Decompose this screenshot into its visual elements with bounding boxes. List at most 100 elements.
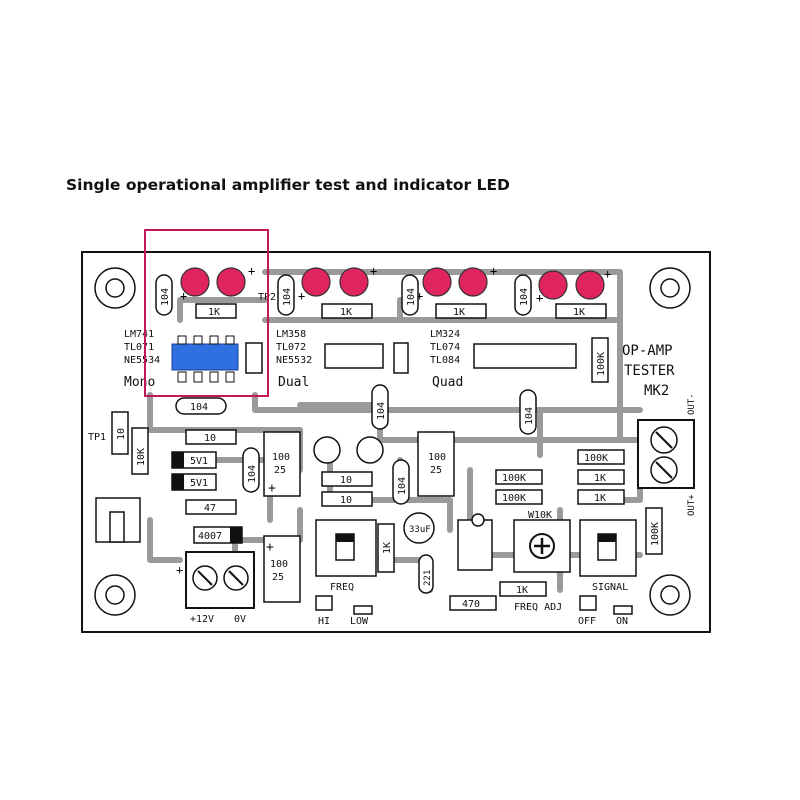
resistor-10-vertical: 10: [111, 411, 129, 455]
hi-pad: [315, 595, 333, 611]
capacitor-33uf: 33uF: [403, 512, 435, 544]
freq-adj-label: FREQ ADJ: [514, 602, 562, 613]
plus-sign: +: [268, 481, 276, 496]
resistor-label: 1K: [453, 307, 465, 318]
resistor-label: 100K: [596, 352, 607, 376]
zener-diode-1: 5V1: [171, 451, 217, 469]
chip-name-tl071: TL071: [124, 342, 154, 353]
resistor-470: 470: [449, 595, 497, 611]
board-title-line1: OP-AMP: [622, 343, 673, 359]
capacitor-104-vertical-d: 104: [392, 459, 410, 505]
cap-voltage: 25: [430, 465, 442, 476]
capacitor-100-25-b: 100 25: [417, 431, 455, 497]
freq-switch: [315, 519, 377, 577]
chip-name-tl074: TL074: [430, 342, 460, 353]
cap-104-label: 104: [524, 407, 535, 425]
mounting-hole-top-right: [649, 267, 691, 309]
resistor-100k-c: 100K: [577, 449, 625, 465]
board-title-line3: MK2: [644, 383, 669, 399]
resistor-label: 100K: [584, 453, 608, 464]
cap-104-label: 104: [519, 288, 530, 306]
transistor-a: [313, 436, 341, 464]
resistor-label: 1K: [382, 542, 393, 554]
dual-section: LM358 TL072 NE5532 Dual: [276, 329, 409, 390]
chip-name-lm358: LM358: [276, 329, 306, 340]
resistor-100k-vertical: [591, 337, 609, 383]
plus12v-label: +12V: [190, 614, 214, 625]
cap-104-label: 104: [376, 402, 387, 420]
capacitor-104-vertical-c: 104: [242, 447, 260, 493]
led-7: [538, 270, 568, 300]
signal-switch: [579, 519, 637, 577]
chip-pin: [225, 371, 235, 383]
low-label: LOW: [350, 616, 369, 627]
cap-104-label: 104: [190, 402, 208, 413]
chip-name-lm324: LM324: [430, 329, 460, 340]
resistor-1k-quad: 1K: [435, 303, 487, 319]
chip-name-ne5532: NE5532: [276, 355, 312, 366]
plus-sign: +: [370, 264, 377, 278]
capacitor-104-horizontal: 104: [175, 397, 227, 415]
off-pad: [579, 595, 597, 611]
section-label-dual: Dual: [278, 375, 309, 390]
capacitor-221: 221: [418, 554, 434, 594]
resistor-47: 47: [185, 499, 237, 515]
plus-sign: +: [604, 267, 611, 281]
chip-pin: [209, 335, 219, 345]
chip-pin: [177, 335, 187, 345]
resistor-100k-b: 100K: [495, 489, 543, 505]
resistor-label: 10: [204, 433, 216, 444]
potentiometer-w10k: [513, 519, 571, 573]
mounting-hole-bottom-left: [94, 574, 136, 616]
resistor-label: 1K: [340, 307, 352, 318]
plus-sign: +: [490, 264, 497, 278]
chip-name-tl072: TL072: [276, 342, 306, 353]
resistor-10-mid-a: 10: [321, 471, 373, 487]
resistor-10k-vertical: 10K: [131, 427, 149, 475]
op-amp-socket-dual: [324, 343, 384, 369]
led-3: [301, 267, 331, 297]
cap-value: 100: [272, 452, 290, 463]
quad-section: LM324 TL074 TL084 Quad 100K: [430, 329, 609, 390]
led-group: [180, 267, 605, 300]
resistor-label: 470: [462, 599, 480, 610]
capacitor-100-25-c: 100 25 +: [263, 535, 301, 603]
highlight-box-mono-section: [144, 229, 269, 397]
resistor-100k-vertical-right: 100K: [645, 507, 663, 555]
on-label: ON: [616, 616, 628, 627]
capacitor-104-vertical-b: 104: [519, 389, 537, 435]
freq-label: FREQ: [330, 582, 354, 593]
low-pad: [353, 605, 373, 615]
mounting-hole-bottom-right: [649, 574, 691, 616]
resistor-label: 1K: [208, 307, 220, 318]
chip-pin: [225, 335, 235, 345]
plus-sign: +: [536, 291, 543, 305]
plus-sign: +: [176, 563, 183, 577]
led-5: [422, 267, 452, 297]
pot-value-label: W10K: [528, 510, 552, 521]
on-pad: [613, 605, 633, 615]
cap-104-label: 104: [397, 477, 408, 495]
led-6: [458, 267, 488, 297]
plus-sign-group: ++++++++: [180, 264, 611, 305]
resistor-label: 10: [340, 495, 352, 506]
capacitor-104-vertical-a: 104: [371, 384, 389, 430]
output-terminal-block: [637, 419, 695, 489]
resistor-100k-a: 100K: [495, 469, 543, 485]
chip-name-ne5534: NE5534: [124, 355, 160, 366]
op-amp-chip-mono: [171, 343, 239, 371]
power-terminal-block: [185, 551, 255, 609]
chip-name-tl084: TL084: [430, 355, 460, 366]
zener-label: 5V1: [190, 478, 208, 489]
off-label: OFF: [578, 616, 596, 627]
capacitor-100-25-a: 100 25 +: [263, 431, 301, 497]
section-label-quad: Quad: [432, 375, 463, 390]
capacitor-104-quad: 104: [401, 274, 419, 316]
tp1-label: TP1: [88, 432, 106, 443]
led-1: [180, 267, 210, 297]
cap-104-label: 104: [160, 288, 171, 306]
cap-33uf-label: 33uF: [409, 525, 431, 535]
chip-pin: [193, 335, 203, 345]
resistor-label: 100K: [502, 493, 526, 504]
mounting-hole-top-left: [94, 267, 136, 309]
